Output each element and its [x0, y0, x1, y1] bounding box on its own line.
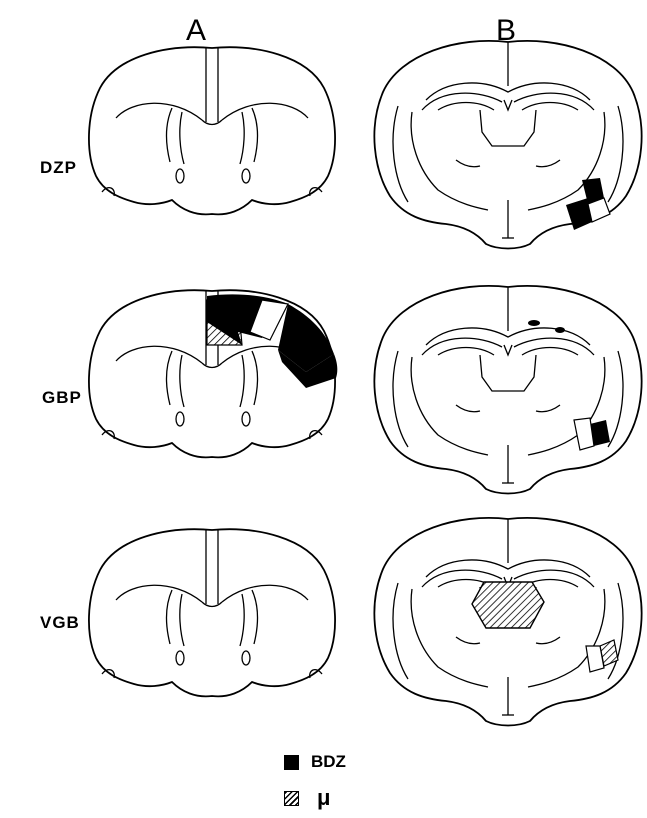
- bdz-swatch: [284, 755, 299, 770]
- legend-item-mu: μ: [284, 785, 330, 811]
- section-dzp-b: [374, 41, 641, 249]
- bdz-region-gbp: [528, 320, 540, 326]
- legend-item-bdz: BDZ: [284, 752, 346, 772]
- section-dzp-a: [89, 47, 335, 214]
- bdz-region-dzp: [566, 198, 592, 230]
- section-vgb-a: [89, 529, 335, 696]
- bdz-region-gbp: [555, 327, 565, 333]
- mu-hatched-region-vgb: [472, 582, 544, 628]
- legend-label-bdz: BDZ: [311, 752, 346, 772]
- legend-label-mu: μ: [317, 785, 330, 811]
- section-gbp-a: [89, 290, 337, 457]
- mu-swatch: [284, 791, 299, 806]
- section-gbp-b: [374, 286, 641, 494]
- section-vgb-b: [374, 518, 641, 726]
